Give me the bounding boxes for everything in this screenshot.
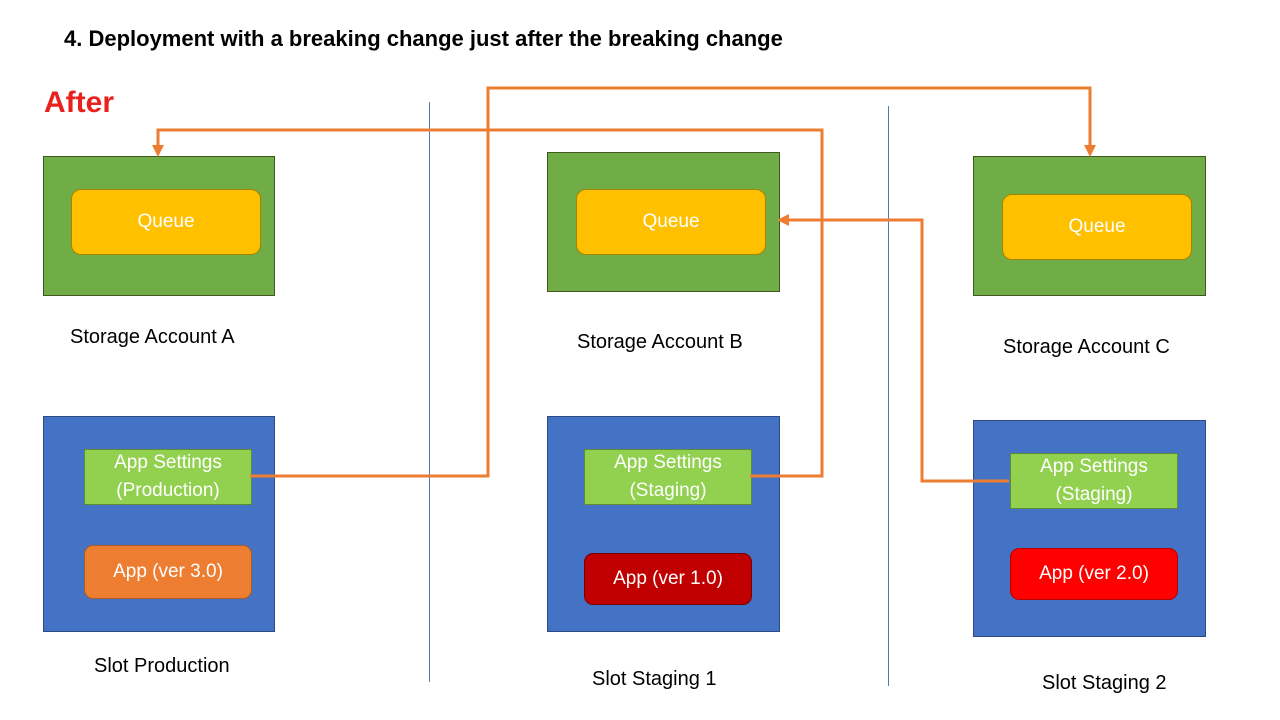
queue-a: Queue bbox=[71, 189, 261, 255]
queue-b: Queue bbox=[576, 189, 766, 255]
app-settings-production-line2: (Production) bbox=[116, 480, 220, 501]
connector-staging-2-to-storage-b bbox=[777, 214, 1009, 483]
app-settings-staging-2: App Settings (Staging) bbox=[1010, 453, 1178, 509]
slot-production-box: App Settings (Production) App (ver 3.0) bbox=[43, 416, 275, 632]
storage-account-b-label: Storage Account B bbox=[577, 331, 743, 353]
connector-production-to-storage-c bbox=[250, 86, 1096, 478]
slot-staging-1-box: App Settings (Staging) App (ver 1.0) bbox=[547, 416, 780, 632]
storage-account-a-label: Storage Account A bbox=[70, 326, 235, 348]
slot-staging-1-label: Slot Staging 1 bbox=[592, 668, 717, 690]
connector-staging-1-to-storage-a bbox=[152, 128, 824, 478]
column-divider-2 bbox=[888, 106, 889, 686]
app-settings-production-line1: App Settings bbox=[114, 452, 222, 473]
app-settings-staging-2-line2: (Staging) bbox=[1055, 484, 1133, 505]
column-divider-1 bbox=[429, 102, 430, 682]
storage-account-b-box: Queue bbox=[547, 152, 780, 292]
app-ver-2-0: App (ver 2.0) bbox=[1010, 548, 1178, 600]
app-ver-1-0: App (ver 1.0) bbox=[584, 553, 752, 605]
storage-account-c-box: Queue bbox=[973, 156, 1206, 296]
app-ver-3-0: App (ver 3.0) bbox=[84, 545, 252, 599]
storage-account-a-box: Queue bbox=[43, 156, 275, 296]
slot-staging-2-box: App Settings (Staging) App (ver 2.0) bbox=[973, 420, 1206, 637]
app-settings-staging-2-line1: App Settings bbox=[1040, 456, 1148, 477]
page-title: 4. Deployment with a breaking change jus… bbox=[64, 26, 783, 51]
slot-staging-2-label: Slot Staging 2 bbox=[1042, 672, 1167, 694]
slot-production-label: Slot Production bbox=[94, 655, 230, 677]
storage-account-c-label: Storage Account C bbox=[1003, 336, 1170, 358]
phase-label: After bbox=[44, 86, 115, 119]
app-settings-staging-1-line1: App Settings bbox=[614, 452, 722, 473]
queue-c: Queue bbox=[1002, 194, 1192, 260]
app-settings-staging-1-line2: (Staging) bbox=[629, 480, 707, 501]
